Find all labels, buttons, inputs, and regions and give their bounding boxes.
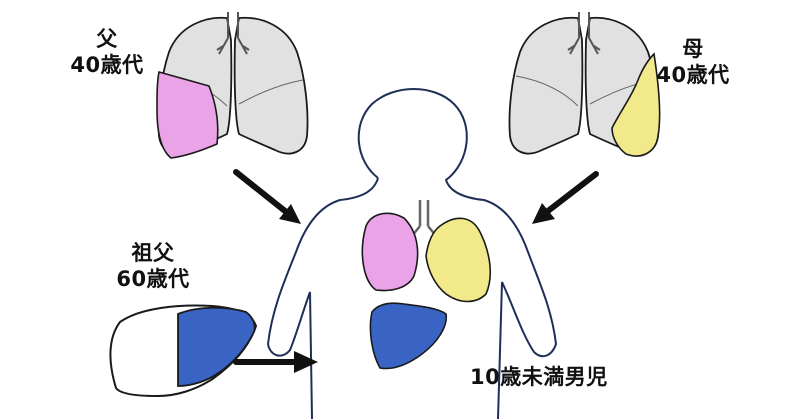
father-lungs: [156, 11, 309, 159]
grandfather-label: 祖父 60歳代: [108, 240, 198, 292]
mother-label: 母 40歳代: [648, 36, 738, 88]
grandfather-relation: 祖父: [131, 241, 175, 265]
grandfather-liver-lesion: [177, 306, 256, 387]
grandfather-liver: [109, 304, 258, 398]
father-label: 父 40歳代: [62, 26, 152, 78]
father-lung-lesion: [156, 70, 219, 159]
child-left-lung-lesion: [361, 212, 419, 292]
arrow-mother-to-child: [532, 171, 599, 224]
child-trachea: [411, 200, 437, 237]
mother-lungs: [508, 11, 661, 157]
grandfather-age: 60歳代: [116, 267, 190, 291]
mother-lung-lesion: [611, 52, 661, 157]
father-relation: 父: [96, 27, 118, 51]
child-liver: [369, 302, 447, 370]
child-right-lung-lesion: [425, 217, 492, 303]
mother-age: 40歳代: [656, 63, 730, 87]
child-label: 10歳未満男児: [470, 365, 608, 389]
child-body-outline: [266, 88, 558, 419]
arrow-grandfather-to-child: [233, 351, 318, 373]
mother-relation: 母: [682, 37, 704, 61]
arrow-father-to-child: [233, 169, 301, 224]
father-age: 40歳代: [70, 53, 144, 77]
